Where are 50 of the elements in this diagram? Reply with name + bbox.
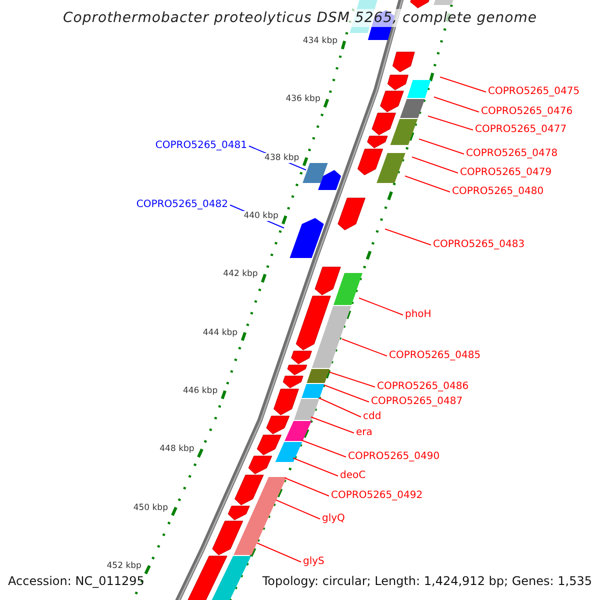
gene-label: COPRO5265_0480	[452, 186, 544, 198]
leader-line	[434, 96, 480, 112]
gene-label: COPRO5265_0475	[488, 86, 580, 98]
gene-label: COPRO5265_0492	[331, 490, 423, 502]
leader-line	[358, 298, 404, 316]
gene-label: COPRO5265_0478	[466, 148, 558, 160]
kbp-tick-label: 452 kbp	[106, 561, 142, 571]
gene-label: COPRO5265_0479	[460, 167, 552, 179]
leader-line	[324, 384, 370, 402]
kbp-tick-label: 434 kbp	[302, 36, 338, 46]
leader-line	[256, 542, 302, 562]
leader-line	[300, 440, 346, 458]
kbp-tick-label: 440 kbp	[242, 211, 280, 221]
gene-label: era	[356, 427, 372, 439]
gene-label: glyS	[303, 556, 324, 568]
leader-line	[342, 338, 388, 356]
leader-line	[318, 398, 362, 418]
leader-line	[418, 138, 464, 154]
gene-label: COPRO5265_0482	[136, 199, 228, 211]
gene-label: COPRO5265_0490	[348, 451, 440, 463]
leader-line	[292, 458, 338, 476]
leader-line	[404, 176, 450, 192]
leader-line	[412, 156, 458, 174]
leader-line	[310, 416, 354, 434]
leader-line	[384, 228, 432, 246]
gene-label: deoC	[340, 470, 366, 482]
gene-label: cdd	[363, 411, 382, 423]
gene-label: COPRO5265_0487	[371, 396, 463, 408]
kbp-tick-label: 450 kbp	[132, 503, 169, 513]
gene-label: phoH	[405, 309, 432, 321]
gene-label: COPRO5265_0483	[433, 239, 525, 251]
gene-label: COPRO5265_0476	[481, 106, 573, 118]
leader-line	[284, 478, 330, 496]
gene-label: glyQ	[322, 513, 345, 525]
kbp-tick-label: 442 kbp	[222, 269, 259, 279]
kbp-tick-label: 438 kbp	[264, 153, 300, 163]
leader-line	[428, 116, 474, 130]
gene-label: COPRO5265_0485	[389, 350, 481, 362]
kbp-tick-label: 436 kbp	[284, 94, 322, 104]
genome-info-text: Topology: circular; Length: 1,424,912 bp; Genes: 1,535	[262, 574, 592, 589]
leader-line	[328, 372, 376, 388]
gene-label: COPRO5265_0481	[155, 140, 247, 152]
leader-line	[440, 76, 486, 92]
kbp-tick-label: 444 kbp	[202, 328, 239, 338]
accession-text: Accession: NC_011295	[8, 574, 144, 589]
gene-label: COPRO5265_0477	[475, 124, 567, 136]
leader-line	[276, 500, 320, 520]
kbp-tick-label: 446 kbp	[182, 386, 219, 396]
kbp-tick-label: 448 kbp	[158, 444, 196, 454]
gene-label: COPRO5265_0486	[377, 381, 469, 393]
